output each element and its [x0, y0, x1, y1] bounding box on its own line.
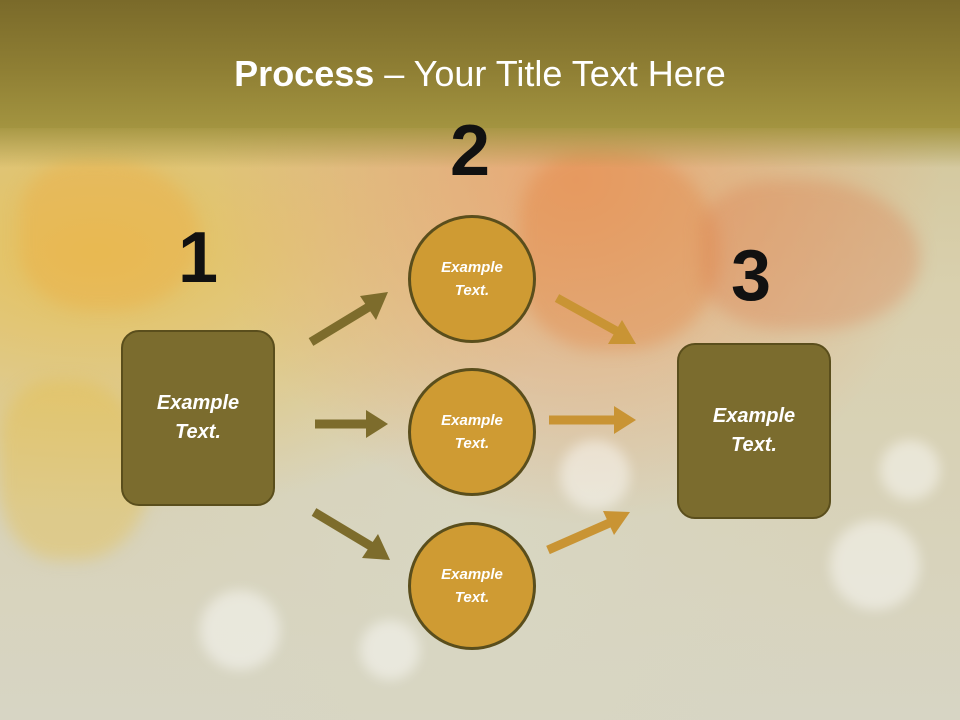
arrow-1-to-bottom [311, 508, 390, 560]
arrow-1-to-middle [315, 410, 388, 438]
step-1-label: Example Text. [156, 392, 240, 443]
circle-middle: Example Text. [408, 368, 536, 496]
arrow-bottom-to-3 [546, 511, 630, 555]
title-bar-fade [0, 128, 960, 168]
background-leaf [520, 150, 720, 350]
circle-top-label: Example Text. [441, 259, 503, 299]
background-bokeh [830, 520, 920, 610]
arrow-1-to-top [308, 292, 388, 346]
slide-title: Process – Your Title Text Here [0, 52, 960, 96]
background-leaf [700, 180, 920, 330]
background-bokeh [200, 590, 280, 670]
step-number-2: 2 [450, 111, 491, 191]
arrow-top-to-3 [554, 294, 636, 344]
title-rest: – Your Title Text Here [374, 53, 726, 94]
circle-bottom: Example Text. [408, 522, 536, 650]
step-3-box: Example Text. [677, 343, 831, 519]
step-3-label: Example Text. [712, 405, 796, 456]
title-bar [0, 0, 960, 128]
background-bokeh [360, 620, 420, 680]
step-number-3: 3 [731, 236, 772, 316]
background-bokeh [880, 440, 940, 500]
circle-middle-label: Example Text. [441, 412, 503, 452]
circle-bottom-label: Example Text. [441, 566, 503, 606]
step-number-1: 1 [178, 218, 219, 298]
background-leaf [20, 160, 200, 310]
circle-top: Example Text. [408, 215, 536, 343]
step-1-box: Example Text. [121, 330, 275, 506]
background-bokeh [560, 440, 630, 510]
title-bold: Process [234, 53, 375, 94]
arrow-middle-to-3 [549, 406, 636, 434]
